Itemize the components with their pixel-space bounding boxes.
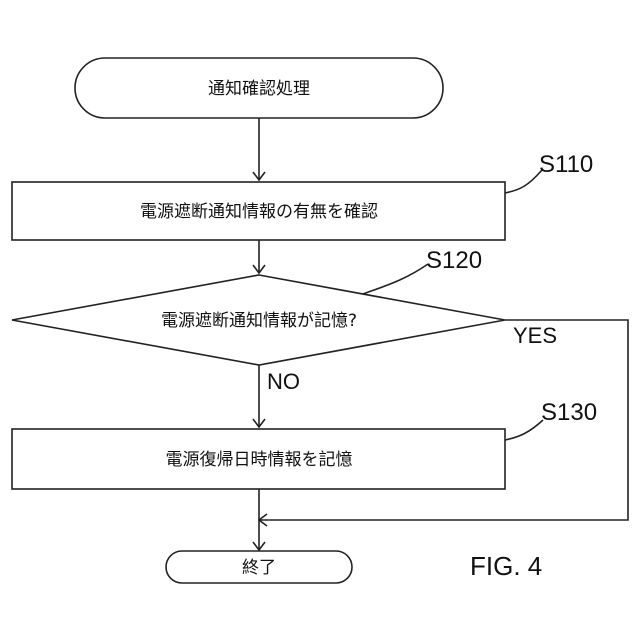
decision-s120: 電源遮断通知情報が記憶? <box>12 275 505 365</box>
start-node-label: 通知確認処理 <box>208 79 310 99</box>
no-branch-label: NO <box>267 369 300 394</box>
end-node-label: 終了 <box>242 558 276 578</box>
process-s110-label: 電源遮断通知情報の有無を確認 <box>140 202 378 222</box>
s130-leader-line <box>505 420 543 440</box>
start-node: 通知確認処理 <box>75 58 443 118</box>
step-id-s110: S110 <box>539 151 593 178</box>
process-s130: 電源復帰日時情報を記憶 <box>12 429 505 489</box>
process-s130-label: 電源復帰日時情報を記憶 <box>166 450 353 470</box>
step-id-s130: S130 <box>541 399 597 426</box>
end-node: 終了 <box>166 551 352 583</box>
decision-s120-label: 電源遮断通知情報が記憶? <box>161 311 357 331</box>
arrow-start-to-s110 <box>253 118 265 180</box>
s120-leader-line <box>363 264 428 294</box>
step-id-s120: S120 <box>426 247 482 274</box>
process-s110: 電源遮断通知情報の有無を確認 <box>12 182 505 240</box>
arrow-s120-to-s130 <box>253 365 265 427</box>
yes-branch-label: YES <box>513 323 557 348</box>
s110-leader-line <box>505 170 542 193</box>
arrow-s110-to-s120 <box>253 240 265 273</box>
figure-label: FIG. 4 <box>470 551 542 581</box>
